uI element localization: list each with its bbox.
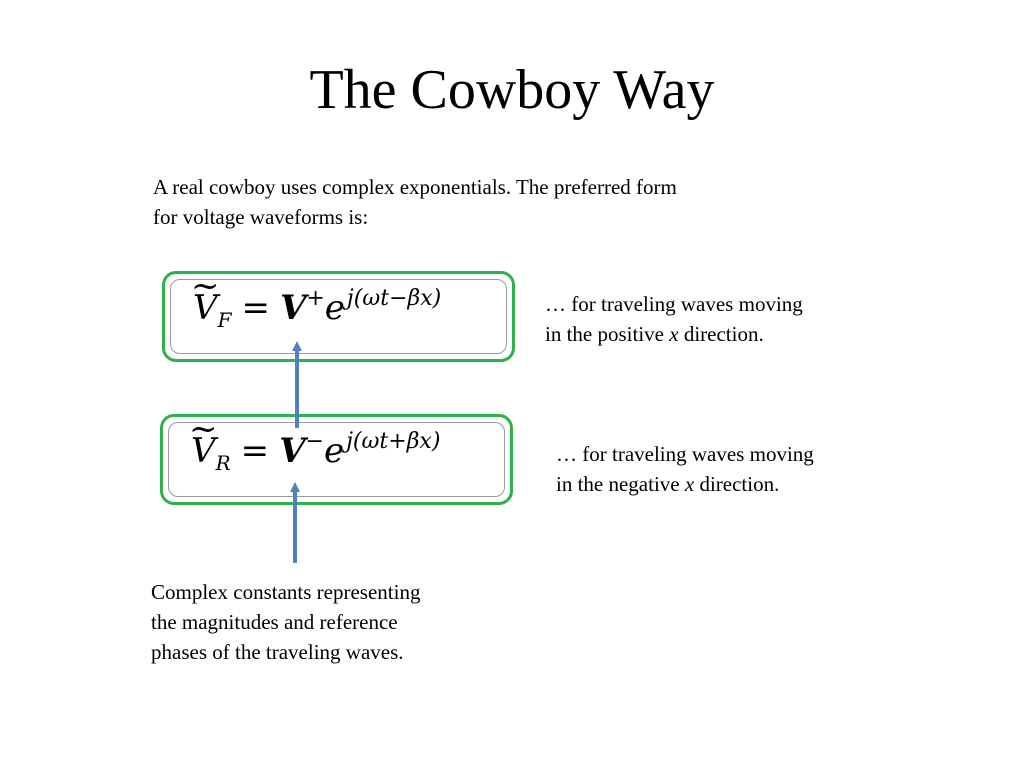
reverse-amplitude: V xyxy=(279,431,306,471)
forward-subscript: F xyxy=(217,308,232,332)
reverse-subscript: R xyxy=(215,451,231,475)
forward-amplitude: V xyxy=(279,288,307,328)
reverse-exponent: j(ωt+βx) xyxy=(346,429,441,454)
constants-annotation-line-1: Complex constants representing xyxy=(151,580,421,604)
reverse-wave-annotation: … for traveling waves moving in the nega… xyxy=(556,439,886,499)
reverse-wave-equation-inner-border xyxy=(168,422,505,497)
reverse-annotation-line-1: … for traveling waves moving xyxy=(556,442,814,466)
reverse-annotation-variable: x xyxy=(684,472,695,496)
complex-constants-annotation: Complex constants representing the magni… xyxy=(151,577,511,667)
reverse-annotation-line-2-post: direction. xyxy=(694,472,780,496)
forward-annotation-variable: x xyxy=(669,322,679,346)
forward-annotation-line-2-pre: in the positive xyxy=(545,322,670,346)
reverse-wave-equation-box: ~VR=V−ej(ωt+βx) xyxy=(160,412,513,505)
reverse-phasor-letter: V xyxy=(191,431,216,471)
intro-line-1: A real cowboy uses complex exponentials.… xyxy=(153,175,677,199)
exponential-base: e xyxy=(324,288,345,328)
forward-wave-equation: ~VF=V+ej(ωt−βx) xyxy=(191,269,442,332)
forward-exponent: j(ωt−βx) xyxy=(346,286,442,311)
forward-wave-annotation: … for traveling waves moving in the posi… xyxy=(545,289,875,349)
reverse-wave-equation: ~VR=V−ej(ωt+βx) xyxy=(189,412,441,475)
slide-title: The Cowboy Way xyxy=(309,59,715,121)
constants-annotation-line-2: the magnitudes and reference xyxy=(151,610,398,634)
exponential-base: e xyxy=(323,431,345,471)
tilde-mark: ~ xyxy=(189,409,218,449)
forward-phasor-symbol: ~V xyxy=(191,269,220,328)
constants-annotation-line-3: phases of the traveling waves. xyxy=(151,640,404,664)
forward-wave-equation-box: ~VF=V+ej(ωt−βx) xyxy=(162,269,515,362)
equals-sign: = xyxy=(241,288,270,328)
forward-annotation-line-2-post: direction. xyxy=(678,322,764,346)
intro-text: A real cowboy uses complex exponentials.… xyxy=(153,172,833,232)
reverse-phasor-symbol: ~V xyxy=(189,412,218,471)
intro-line-2: for voltage waveforms is: xyxy=(153,205,369,229)
reverse-amplitude-sign: − xyxy=(305,429,324,454)
forward-amplitude-sign: + xyxy=(306,286,325,311)
forward-wave-equation-inner-border xyxy=(170,279,507,354)
equals-sign: = xyxy=(240,431,270,471)
tilde-mark: ~ xyxy=(191,266,220,306)
reverse-annotation-line-2-pre: in the negative xyxy=(556,472,685,496)
forward-annotation-line-1: … for traveling waves moving xyxy=(545,292,803,316)
forward-phasor-letter: V xyxy=(193,288,218,328)
